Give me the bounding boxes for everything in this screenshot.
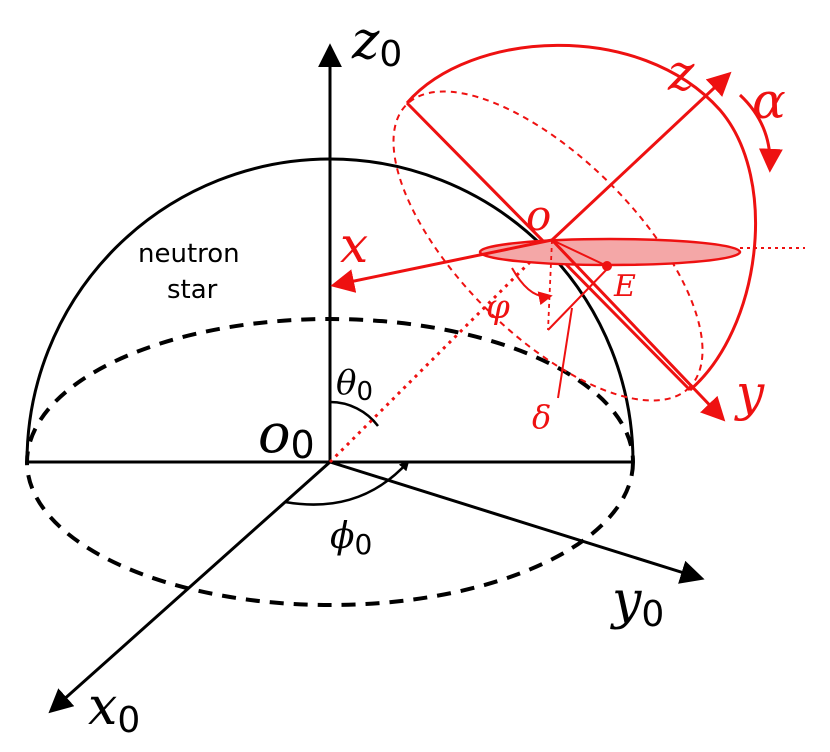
- o-label: o: [526, 191, 551, 240]
- alpha-arc: [738, 93, 783, 173]
- theta0-label: θ0: [336, 363, 373, 407]
- x0-label: x0: [88, 677, 140, 741]
- y-label: y: [734, 364, 765, 422]
- local-hemisphere-arc: [405, 43, 757, 392]
- projection-line-1: [547, 239, 553, 331]
- y0-axis: [329, 460, 705, 584]
- z-label: z: [667, 44, 695, 102]
- y0-label: y0: [610, 571, 664, 635]
- x0-axis: [48, 460, 331, 714]
- neutron-star-label-line1: neutron: [138, 239, 240, 269]
- local-z-axis: [550, 71, 732, 242]
- local-frame-group: [330, 43, 805, 422]
- projection-line-2: [547, 265, 611, 331]
- local-x-axis: [330, 238, 553, 293]
- o-to-e-line: [551, 239, 608, 267]
- z0-label: z0: [351, 11, 402, 75]
- e-label: E: [613, 269, 636, 304]
- phi0-arc: [284, 460, 410, 506]
- local-y-axis: [550, 238, 726, 422]
- labels-group: neutron star z0 x0 y0 o0 θ0 ϕ0 o x y z α…: [88, 11, 786, 741]
- phi0-label: ϕ0: [330, 516, 372, 561]
- alpha-label: α: [752, 72, 786, 130]
- x-label: x: [340, 216, 368, 274]
- neutron-star-label-line2: star: [167, 275, 218, 305]
- emission-disk: [478, 237, 742, 267]
- phi-arc: [511, 267, 553, 306]
- theta0-arc: [329, 400, 379, 427]
- delta-pointer: [557, 307, 573, 399]
- delta-label: δ: [532, 398, 551, 436]
- phi-label: φ: [486, 287, 510, 327]
- global-axes: [48, 43, 705, 714]
- o0-label: o0: [258, 402, 315, 467]
